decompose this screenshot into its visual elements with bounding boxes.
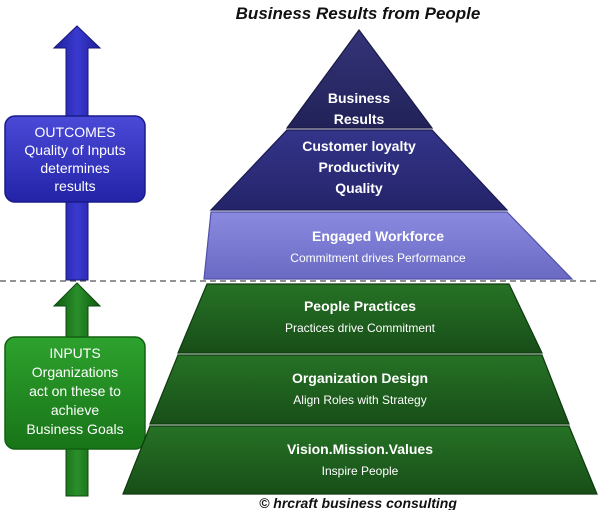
outcomes-label: OUTCOMES — [35, 124, 116, 140]
diagram-title: Business Results from People — [236, 4, 481, 23]
pyramid-level-business-results: Business Results — [285, 28, 434, 129]
outcomes-line-2: determines — [40, 160, 109, 176]
level-customer-loyalty-title-1: Customer loyalty — [302, 138, 416, 154]
pyramid-level-organization-design: Organization Design Align Roles with Str… — [149, 354, 570, 425]
level-engaged-workforce-subtitle: Commitment drives Performance — [290, 251, 466, 265]
level-people-practices-subtitle: Practices drive Commitment — [285, 321, 436, 335]
level-customer-loyalty-title-3: Quality — [335, 180, 383, 196]
inputs-line-1: Organizations — [32, 364, 118, 380]
inputs-line-2: act on these to — [29, 383, 121, 399]
level-business-results-title-2: Results — [334, 111, 385, 127]
level-organization-design-subtitle: Align Roles with Strategy — [293, 393, 426, 407]
level-business-results-title-1: Business — [328, 90, 390, 106]
pyramid-level-people-practices: People Practices Practices drive Commitm… — [177, 283, 543, 354]
footer-copyright: © hrcraft business consulting — [259, 495, 457, 510]
inputs-label: INPUTS — [49, 345, 100, 361]
inputs-box: INPUTS Organizations act on these to ach… — [4, 336, 146, 450]
inputs-line-3: achieve — [51, 402, 99, 418]
level-vision-mission-values-subtitle: Inspire People — [322, 464, 399, 478]
outcomes-line-3: results — [54, 178, 95, 194]
inputs-line-4: Business Goals — [26, 421, 123, 437]
level-engaged-workforce-title: Engaged Workforce — [312, 228, 444, 244]
level-organization-design-title: Organization Design — [292, 370, 428, 386]
outcomes-line-1: Quality of Inputs — [24, 142, 125, 158]
pyramid-level-customer-loyalty: Customer loyalty Productivity Quality — [209, 129, 509, 211]
pyramid-level-vision-mission-values: Vision.Mission.Values Inspire People — [122, 425, 598, 495]
outcomes-box: OUTCOMES Quality of Inputs determines re… — [4, 115, 146, 203]
level-customer-loyalty-title-2: Productivity — [319, 159, 400, 175]
level-vision-mission-values-title: Vision.Mission.Values — [287, 441, 433, 457]
pyramid-level-engaged-workforce: Engaged Workforce Commitment drives Perf… — [203, 211, 574, 280]
level-people-practices-title: People Practices — [304, 298, 416, 314]
